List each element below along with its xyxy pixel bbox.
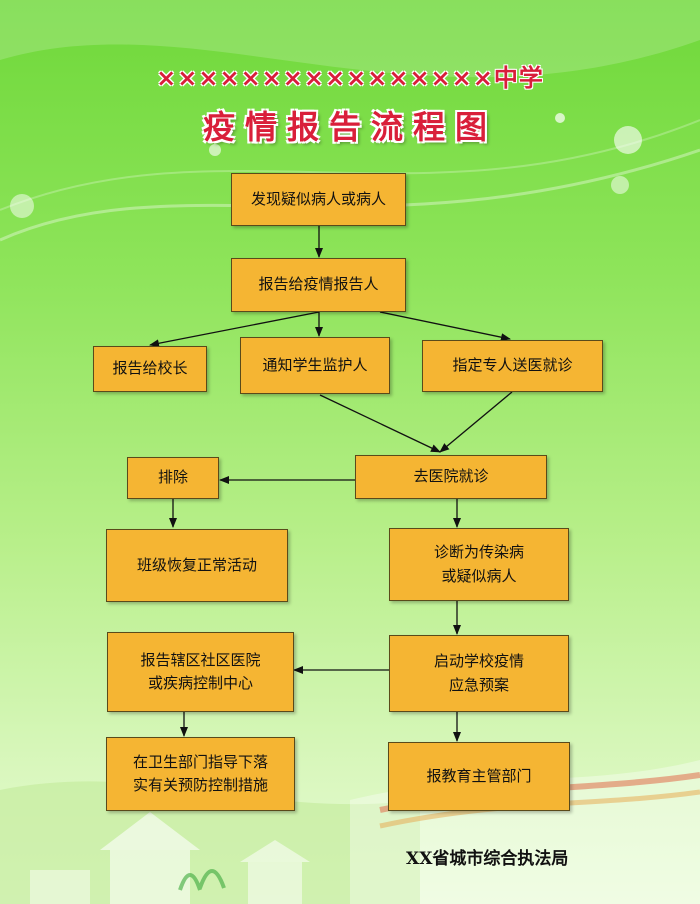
footer-organization: XX省城市综合执法局 xyxy=(406,849,569,869)
district-line-1: 报告辖区社区医院 xyxy=(140,650,261,669)
step-report-district: 报告辖区社区医院 或疾病控制中心 xyxy=(107,632,294,712)
page-title: 疫情报告流程图 xyxy=(202,108,497,146)
step-report-to-reporter: 报告给疫情报告人 xyxy=(231,258,406,312)
plan-line-1: 启动学校疫情 xyxy=(433,652,524,671)
district-line-2: 或疾病控制中心 xyxy=(147,674,253,692)
step-report-edu: 报教育主管部门 xyxy=(388,742,570,811)
step-diagnosed: 诊断为传染病 或疑似病人 xyxy=(389,528,569,601)
step-discover: 发现疑似病人或病人 xyxy=(231,173,406,226)
arrow-escort-to-hospital xyxy=(439,391,513,453)
health-line-2: 实有关预防控制措施 xyxy=(132,776,268,794)
arrow-to-principal xyxy=(149,311,320,348)
plan-line-2: 应急预案 xyxy=(448,675,509,694)
step-assign-escort: 指定专人送医就诊 xyxy=(422,340,603,392)
diagnosed-line-1: 诊断为传染病 xyxy=(433,543,524,562)
arrow-guardian-to-hospital xyxy=(319,394,441,453)
step-start-plan: 启动学校疫情 应急预案 xyxy=(389,635,569,712)
step-notify-guardian: 通知学生监护人 xyxy=(240,337,390,394)
step-resume-class: 班级恢复正常活动 xyxy=(106,529,288,602)
diagnosed-line-2: 或疑似病人 xyxy=(441,566,517,585)
school-name: ××××××××××××××××中学 xyxy=(156,64,544,92)
step-exclude: 排除 xyxy=(127,457,219,499)
step-go-hospital: 去医院就诊 xyxy=(355,455,547,499)
health-line-1: 在卫生部门指导下落 xyxy=(132,752,268,771)
step-health-dept: 在卫生部门指导下落 实有关预防控制措施 xyxy=(106,737,295,811)
arrow-to-escort xyxy=(379,311,511,342)
step-report-principal: 报告给校长 xyxy=(93,346,207,392)
